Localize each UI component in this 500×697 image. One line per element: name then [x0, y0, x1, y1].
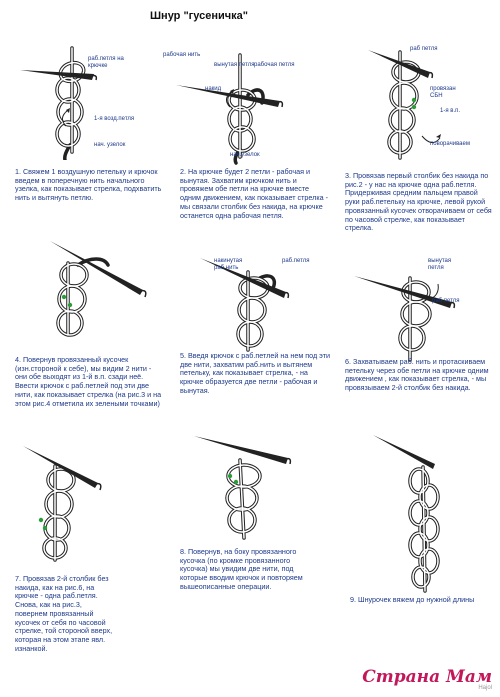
figure-5-label-2: раб.петля — [282, 258, 310, 264]
figure-7-illustration — [23, 446, 102, 562]
figure-2-label-5: нач.узелок — [230, 152, 260, 158]
figure-3-caption: 3. Провязав первый столбик без накида по… — [345, 171, 492, 233]
figure-2-caption: 2. На крючке будет 2 петли - рабочая и в… — [180, 167, 329, 220]
figure-1-label-1: раб.петля на крючке — [88, 56, 124, 69]
site-watermark: Страна Мам Hajol — [362, 667, 492, 691]
figure-5-caption: 5. Введя крючок с раб.петлей на нем под … — [180, 351, 330, 395]
figure-4-illustration — [50, 241, 147, 337]
figure-6-label-2: раб петля — [432, 298, 460, 304]
figure-3-illustration — [368, 50, 441, 160]
figure-2-label-1: рабочая нить — [163, 52, 201, 58]
figure-6-caption: 6. Захватываем раб. нить и протаскиваем … — [345, 357, 489, 393]
figure-2-label-3: рабочая петля — [254, 62, 295, 68]
figure-6-label-1: вынутая петля — [428, 258, 452, 271]
figure-5-label-1: накинутая раб.нить — [214, 258, 243, 271]
figure-6-illustration — [354, 276, 456, 362]
watermark-sub: Hajol — [478, 685, 492, 691]
figure-9-caption: 9. Шнурочек вяжем до нужной длины — [350, 595, 475, 604]
figure-4-caption: 4. Повернув провязанный кусочек (изн.сто… — [15, 355, 162, 408]
figure-3-label-4: поворачиваем — [430, 141, 470, 147]
watermark-main: Страна Мам — [362, 667, 492, 687]
figure-2-illustration — [176, 53, 284, 165]
figure-1-label-3: нач. узелок — [94, 142, 126, 148]
figure-7-caption: 7. Провязав 2-й столбик без накида, как … — [15, 574, 113, 653]
figure-3-label-1: раб петля — [410, 46, 438, 52]
page-title: Шнур "гусеничка" — [150, 10, 248, 22]
figure-2-label-4: накид — [205, 86, 222, 92]
figure-9-illustration — [373, 435, 440, 593]
figure-5-illustration — [200, 258, 290, 352]
figure-8-caption: 8. Повернув, на боку провязанного кусочк… — [180, 547, 303, 591]
figure-3-label-3: 1-я в.п. — [440, 108, 461, 114]
figure-3-label-2: провязан СБН — [430, 86, 456, 99]
figure-2-label-2: вынутая петля — [214, 62, 255, 68]
figure-1-label-2: 1-я возд.петля — [94, 116, 135, 122]
figure-8-illustration — [194, 436, 292, 540]
figure-1-caption: 1. Свяжем 1 воздушную петельку и крючок … — [15, 167, 162, 203]
figure-1-illustration — [20, 46, 98, 160]
